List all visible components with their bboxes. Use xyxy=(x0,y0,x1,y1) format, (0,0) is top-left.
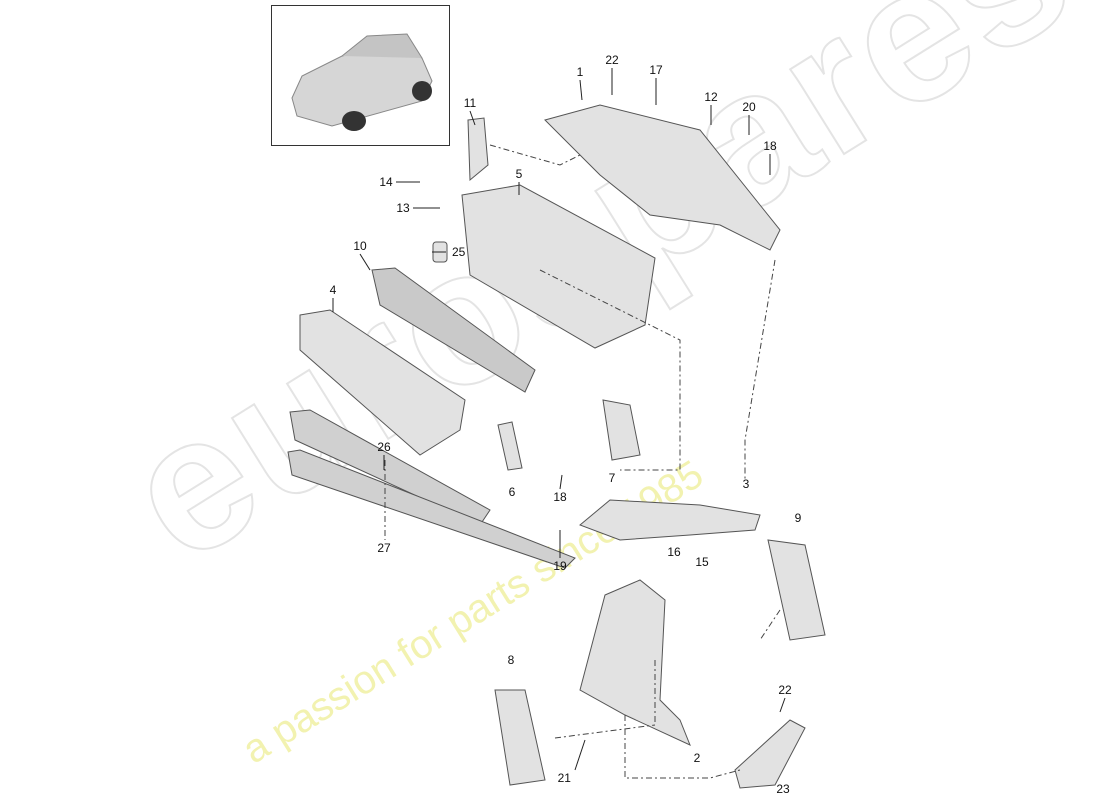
callout-11: 11 xyxy=(463,96,477,110)
callout-22b: 22 xyxy=(778,683,792,697)
part-6-bracket xyxy=(497,421,523,471)
callout-27: 27 xyxy=(377,541,391,555)
callout-2: 2 xyxy=(693,751,701,765)
part-27-lower-grille xyxy=(287,449,576,569)
callout-1: 1 xyxy=(576,65,584,79)
callout-19: 19 xyxy=(553,559,567,573)
part-4-air-guide xyxy=(299,309,466,456)
callout-14: 14 xyxy=(379,175,393,189)
part-3-side-member xyxy=(579,499,761,541)
part-11-bracket xyxy=(467,117,489,182)
callout-25: 25 xyxy=(452,245,466,259)
vehicle-thumbnail xyxy=(271,5,450,146)
part-26-lower-trim xyxy=(289,409,491,526)
part-7-bracket xyxy=(602,399,641,461)
callout-18b: 18 xyxy=(553,490,567,504)
part-5-air-duct xyxy=(461,184,656,349)
part-1-upper-carrier xyxy=(544,104,781,251)
callout-17: 17 xyxy=(649,63,663,77)
callout-6: 6 xyxy=(508,485,516,499)
callout-8: 8 xyxy=(507,653,515,667)
part-10-grille-shutter xyxy=(371,267,536,393)
part-9-frame xyxy=(767,539,826,641)
callout-20: 20 xyxy=(742,100,756,114)
callout-16: 16 xyxy=(667,545,681,559)
callout-4: 4 xyxy=(329,283,337,297)
callout-9: 9 xyxy=(794,511,802,525)
callout-10: 10 xyxy=(353,239,367,253)
car-icon xyxy=(291,33,433,131)
callout-12: 12 xyxy=(704,90,718,104)
callout-3: 3 xyxy=(742,477,750,491)
callout-23: 23 xyxy=(776,782,790,796)
callout-21: 21 xyxy=(557,771,571,785)
part-23-bracket xyxy=(734,719,806,789)
callout-22: 22 xyxy=(605,53,619,67)
callout-18: 18 xyxy=(763,139,777,153)
callout-26: 26 xyxy=(377,440,391,454)
callout-15: 15 xyxy=(695,555,709,569)
part-8-frame xyxy=(494,689,546,786)
callout-13: 13 xyxy=(396,201,410,215)
callout-5: 5 xyxy=(515,167,523,181)
part-2-lock-carrier xyxy=(579,579,691,746)
callout-7: 7 xyxy=(608,471,616,485)
